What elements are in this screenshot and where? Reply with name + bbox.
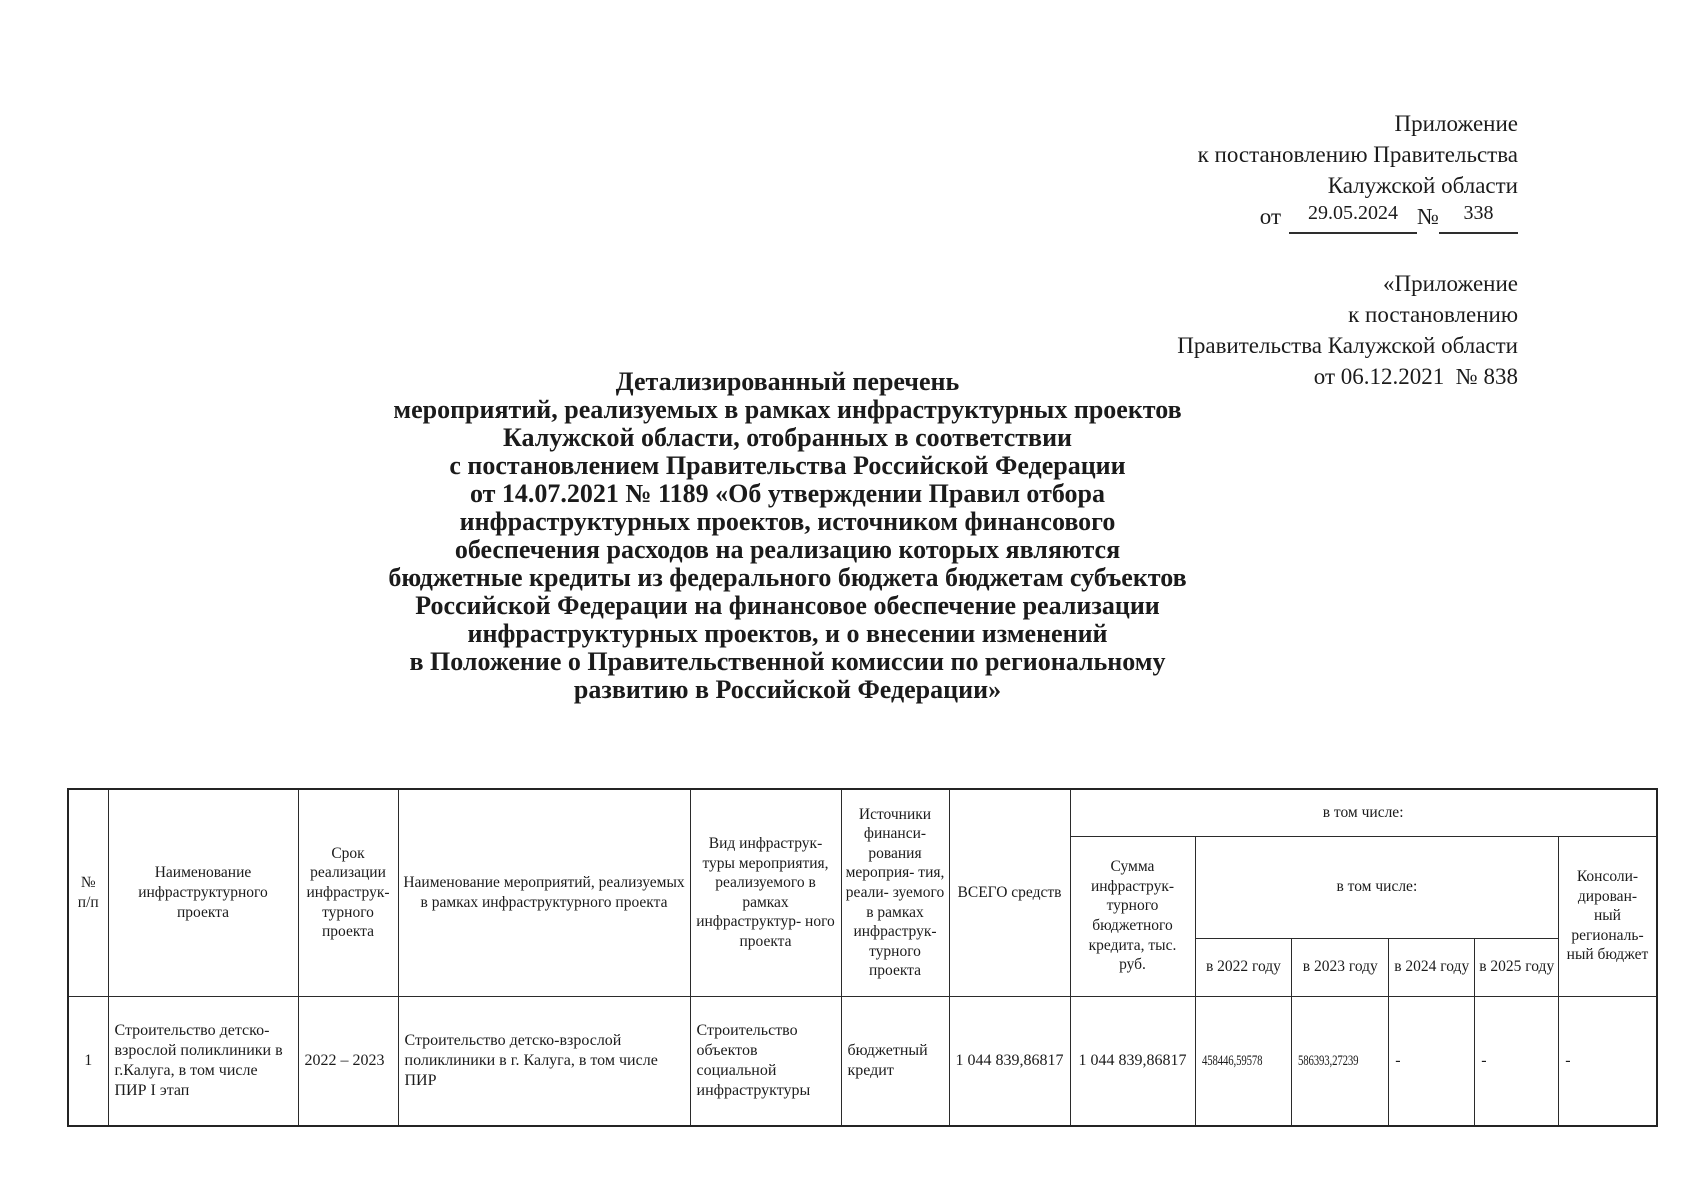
col-header-consolidated: Консоли- дирован- ный региональ- ный бюд… <box>1558 835 1658 997</box>
col-header-funding-source: Источники финанси- рования мероприя- тия… <box>840 788 950 997</box>
cell-consolidated: - <box>1558 995 1658 1127</box>
note2-line3: Правительства Калужской области <box>1177 333 1518 358</box>
title-line: развитию в Российской Федерации» <box>573 675 1002 704</box>
col-header-including: в том числе: <box>1069 788 1658 837</box>
col-header-infra-type: Вид инфраструк- туры мероприятия, реализ… <box>689 788 842 997</box>
table-row: 1 Строительство детско- взрослой поликли… <box>67 995 1658 1127</box>
col-header-credit-sum: Сумма инфраструк- турного бюджетного кре… <box>1069 835 1196 997</box>
col-header-activity: Наименование мероприятий, реализуемых в … <box>397 788 691 997</box>
note1-date-line: от 29.05.2024 № 338 <box>1198 201 1518 234</box>
title-line: от 14.07.2021 № 1189 «Об утверждении Пра… <box>470 479 1105 508</box>
col-header-total: ВСЕГО средств <box>948 788 1071 997</box>
note1-line2: к постановлению Правительства <box>1197 142 1518 167</box>
cell-period: 2022 – 2023 <box>297 995 399 1127</box>
title-line: мероприятий, реализуемых в рамках инфрас… <box>393 395 1182 424</box>
date-value: 29.05.2024 <box>1308 202 1399 224</box>
appendix-note-original: «Приложение к постановлению Правительств… <box>1177 268 1518 392</box>
note2-line2: к постановлению <box>1348 302 1518 327</box>
date-underline: 29.05.2024 <box>1289 202 1418 234</box>
cell-num: 1 <box>67 995 109 1127</box>
col-header-project: Наименование инфраструктурного проекта <box>107 788 299 997</box>
col-header-period: Срок реализации инфраструк- турного прое… <box>297 788 399 997</box>
title-line: Калужской области, отобранных в соответс… <box>502 423 1073 452</box>
date-prefix: от <box>1259 204 1282 229</box>
document-title: Детализированный перечень мероприятий, р… <box>60 368 1515 704</box>
note2-line4: от 06.12.2021 № 838 <box>1313 364 1518 389</box>
note2-line1: «Приложение <box>1383 271 1518 296</box>
number-underline: 338 <box>1439 202 1518 234</box>
title-line: Российской Федерации на финансовое обесп… <box>415 591 1160 620</box>
title-line: обеспечения расходов на реализацию котор… <box>454 535 1121 564</box>
cell-credit-sum: 1 044 839,86817 <box>1069 995 1196 1127</box>
number-value: 338 <box>1463 202 1494 224</box>
title-line: Детализированный перечень <box>615 367 960 396</box>
col-header-num: № п/п <box>67 788 109 997</box>
title-line: инфраструктурных проектов, и о внесении … <box>467 619 1108 648</box>
title-line: с постановлением Правительства Российско… <box>449 451 1126 480</box>
cell-activity: Строительство детско-взрослой поликлиник… <box>397 995 691 1127</box>
title-line: бюджетные кредиты из федерального бюджет… <box>388 563 1187 592</box>
infrastructure-projects-table: № п/п Наименование инфраструктурного про… <box>67 788 1658 1127</box>
appendix-note-current: Приложение к постановлению Правительства… <box>1198 108 1518 234</box>
cell-project: Строительство детско- взрослой поликлини… <box>107 995 299 1127</box>
cell-2023-value: 586393,27239 <box>1298 1052 1359 1069</box>
cell-infra-type: Строительство объектов социальной инфрас… <box>689 995 842 1127</box>
cell-2024: - <box>1388 995 1476 1127</box>
col-header-2023: в 2023 году <box>1291 937 1390 997</box>
cell-2025: - <box>1474 995 1560 1127</box>
col-header-2022: в 2022 году <box>1194 937 1293 997</box>
col-header-including-years: в том числе: <box>1194 835 1560 939</box>
col-header-2025: в 2025 году <box>1474 937 1560 997</box>
title-line: инфраструктурных проектов, источником фи… <box>459 507 1116 536</box>
cell-funding-source: бюджетный кредит <box>840 995 950 1127</box>
cell-2022: 458446,59578 <box>1194 995 1293 1127</box>
note1-line1: Приложение <box>1394 111 1518 136</box>
cell-2023: 586393,27239 <box>1291 995 1390 1127</box>
col-header-2024: в 2024 году <box>1388 937 1476 997</box>
title-line: в Положение о Правительственной комиссии… <box>409 647 1166 676</box>
cell-2022-value: 458446,59578 <box>1201 1052 1263 1069</box>
cell-total: 1 044 839,86817 <box>948 995 1071 1127</box>
note1-line3: Калужской области <box>1327 173 1518 198</box>
number-sign: № <box>1417 204 1439 229</box>
